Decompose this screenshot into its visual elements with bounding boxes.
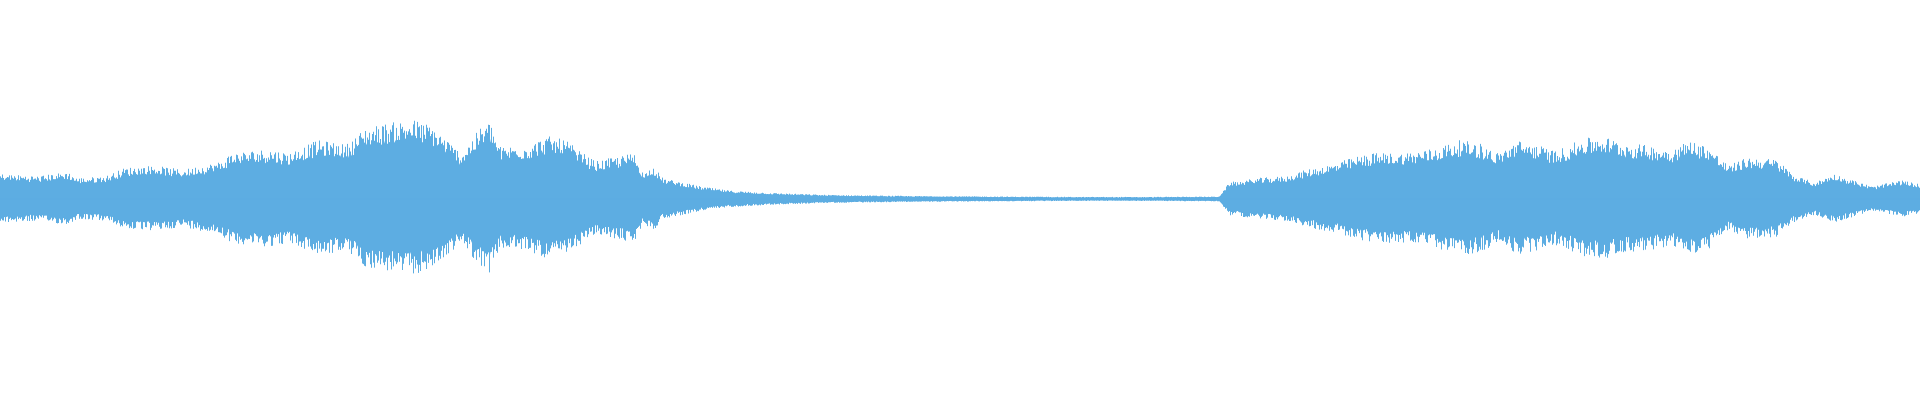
waveform-bars: [0, 120, 1920, 274]
